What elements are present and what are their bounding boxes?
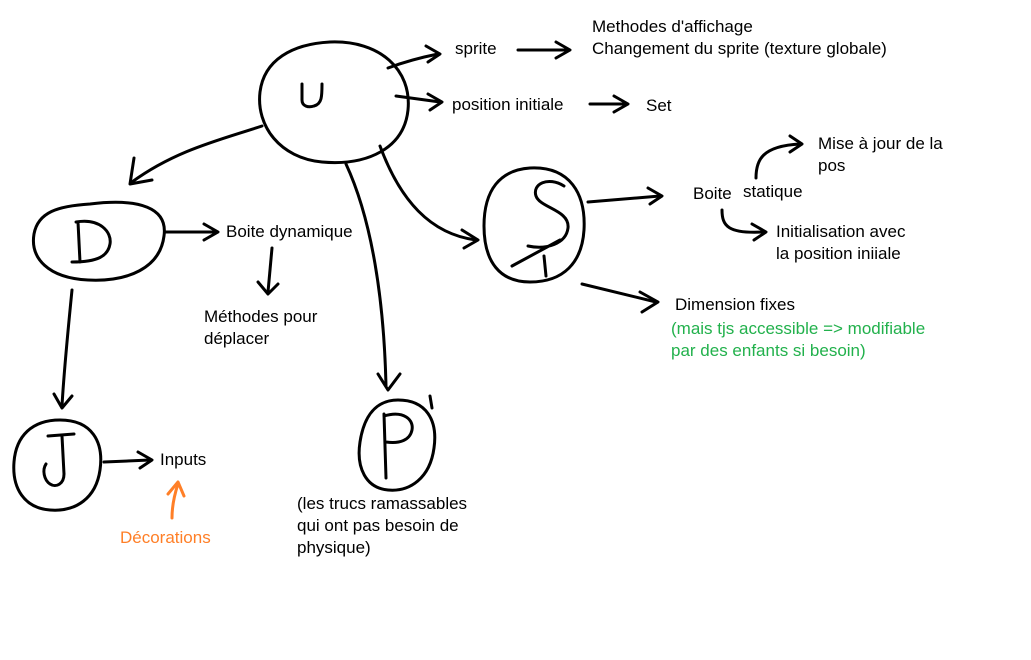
label-dimension-fixes: Dimension fixes xyxy=(675,295,795,314)
connectors xyxy=(52,40,804,470)
label-p-desc: (les trucs ramassables qui ont pas besoi… xyxy=(297,494,468,557)
label-initialisation: Initialisation avec la position iniiale xyxy=(776,222,906,263)
node-d-letter xyxy=(70,219,112,264)
label-inputs: Inputs xyxy=(160,450,207,469)
node-u xyxy=(258,40,410,165)
label-position-initiale: position initiale xyxy=(452,95,564,114)
node-u-letter xyxy=(300,82,324,109)
label-decorations: Décorations xyxy=(120,528,211,547)
label-boite-dynamique: Boite dynamique xyxy=(226,222,353,241)
node-p xyxy=(357,394,437,492)
label-boite: Boite xyxy=(693,184,732,203)
label-dimension-note: (mais tjs accessible => modifiable par d… xyxy=(671,319,926,360)
label-statique: statique xyxy=(743,182,803,201)
label-methodes-deplacer: Méthodes pour déplacer xyxy=(204,307,318,348)
node-s-letter xyxy=(510,180,570,278)
decorations-arrow xyxy=(166,480,186,520)
label-sprite-desc: Methodes d'affichage Changement du sprit… xyxy=(592,17,887,58)
label-set: Set xyxy=(646,96,672,115)
node-j-letter xyxy=(42,432,76,488)
node-s xyxy=(482,166,586,284)
node-p-letter xyxy=(382,412,414,480)
node-j xyxy=(12,418,103,512)
node-d xyxy=(31,200,166,282)
label-mise-a-jour: Mise à jour de la pos xyxy=(818,134,943,175)
label-sprite: sprite xyxy=(455,39,497,58)
